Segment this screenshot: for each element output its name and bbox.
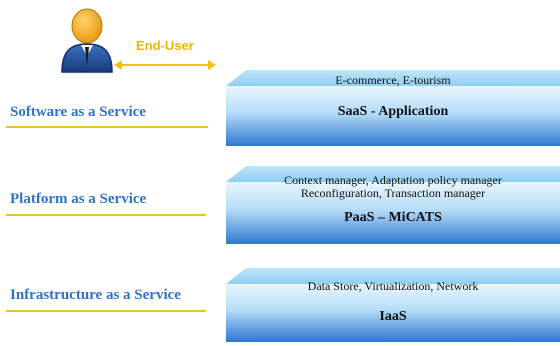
paas-underline xyxy=(6,214,206,216)
description-line: Data Store, Virtualization, Network xyxy=(307,279,479,293)
paas-layer-title: PaaS – MiCATS xyxy=(344,210,442,225)
iaas-side-label: Infrastructure as a Service xyxy=(10,287,181,303)
iaas-underline xyxy=(6,310,206,312)
paas-layer-description: Context manager, Adaptation policy manag… xyxy=(256,174,530,200)
end-user-label: End-User xyxy=(136,38,194,53)
end-user-icon xyxy=(61,8,113,73)
iaas-layer-description: Data Store, Virtualization, Network xyxy=(226,280,560,293)
saas-layer-description: E-commerce, E-tourism xyxy=(226,74,560,87)
description-line: E-commerce, E-tourism xyxy=(335,73,451,87)
description-line: Context manager, Adaptation policy manag… xyxy=(284,173,502,187)
paas-side-label: Platform as a Service xyxy=(10,191,147,207)
saas-layer-title: SaaS - Application xyxy=(337,104,449,119)
end-user-arrow xyxy=(114,60,216,70)
saas-side-label: Software as a Service xyxy=(10,104,146,120)
description-line: Reconfiguration, Transaction manager xyxy=(300,186,486,200)
iaas-layer-title: IaaS xyxy=(379,309,407,324)
saas-underline xyxy=(6,126,208,128)
